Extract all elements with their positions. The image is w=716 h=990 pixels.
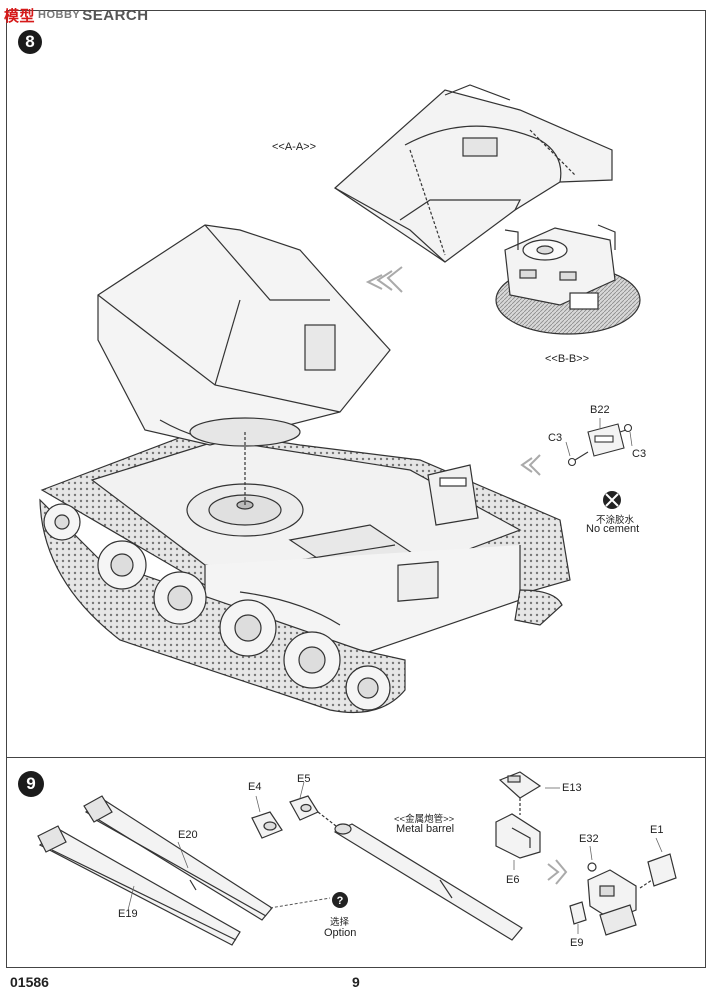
step-9-badge: 9 [18,771,44,797]
option-cn-label: 选择 [330,917,350,928]
no-cement-icon [603,491,621,509]
section-aa-label: <<A-A>> [272,141,317,153]
barrel-e19 [37,825,241,946]
watermark-search: SEARCH [82,6,149,24]
turntable-bb [495,224,641,335]
section-bb-label: <<B-B>> [545,353,590,365]
part-c3-left-label: C3 [548,432,563,444]
part-e1-label: E1 [650,824,664,836]
option-leader [269,897,331,909]
part-e4-label: E4 [248,781,262,793]
part-e20-label: E20 [178,829,198,841]
watermark-cn: 模型 [4,7,36,25]
leader-lines [127,418,663,934]
part-e9-label: E9 [570,937,584,949]
kit-code: 01586 [10,974,49,990]
option-icon: ? [332,892,348,908]
metal-barrel-cn-label: <<金属炮管>> [394,814,455,825]
track-and-wheels [39,498,563,714]
no-cement-en-label: No cement [586,523,640,535]
no-cement-cn-label: 不涂胶水 [596,515,635,526]
page-number: 9 [352,974,360,990]
option-en-label: Option [324,927,357,939]
part-e32-label: E32 [579,833,599,845]
turret-shell-lower [97,224,391,505]
watermark: 模型 HOBBY SEARCH [4,4,149,26]
e6-arrow [547,859,568,885]
bracket-e1-e9-e32 [569,853,677,936]
part-e5-label: E5 [297,773,311,785]
part-c3-right-label: C3 [632,448,647,460]
b22-assembly [567,423,633,467]
part-e19-label: E19 [118,908,138,920]
step-divider [6,757,706,758]
b22-arrow [520,454,541,476]
step-8-badge: 8 [18,30,42,54]
part-b22-label: B22 [590,404,610,416]
e13-e6-assembly [495,771,542,859]
watermark-site: HOBBY [38,9,81,21]
part-e13-label: E13 [562,782,582,794]
part-e6-label: E6 [506,874,520,886]
page-frame [6,10,706,968]
tank-hull [40,429,571,656]
direction-arrow [365,266,403,293]
metal-barrel-en-label: Metal barrel [396,823,455,835]
svg-text:?: ? [337,895,344,907]
muzzle-brake-e4-e5 [251,795,337,839]
metal-barrel [333,823,523,941]
turret-shield-aa [334,84,613,263]
